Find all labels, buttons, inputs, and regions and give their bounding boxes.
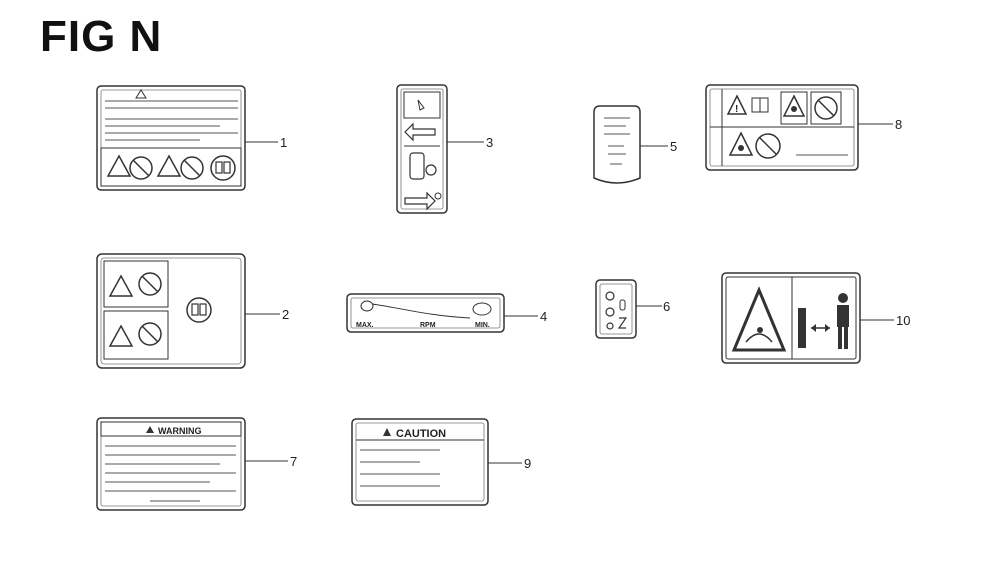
hot-surface-icon	[728, 131, 754, 156]
callout-4: 4	[540, 309, 548, 324]
callout-9: 9	[524, 456, 532, 471]
callout-2: 2	[282, 307, 290, 322]
callout-3: 3	[486, 135, 494, 150]
label-3[interactable]	[396, 84, 448, 214]
thrown-object-icon	[731, 286, 787, 352]
bystander-icon	[838, 293, 848, 303]
barrier-icon	[798, 308, 806, 348]
min-label: MIN.	[475, 322, 490, 329]
warning-triangle-icon	[135, 89, 147, 99]
callout-10: 10	[896, 313, 911, 328]
label-8[interactable]: !	[705, 84, 859, 171]
label-9[interactable]: CAUTION	[351, 418, 489, 506]
callout-5: 5	[670, 139, 678, 154]
flying-debris-icon	[782, 94, 806, 117]
prohibited-icon	[755, 133, 781, 159]
label-4[interactable]: MAX. RPM MIN.	[346, 293, 505, 333]
warning-header: WARNING	[158, 426, 202, 436]
label-2[interactable]	[96, 253, 246, 369]
fuel-mix-icon	[605, 291, 615, 301]
warning-triangle-icon	[726, 94, 748, 115]
prohibited-icon	[814, 96, 838, 120]
arrow-left-icon	[404, 122, 436, 142]
figure-title: FIG N	[40, 12, 163, 61]
label-1[interactable]	[96, 85, 246, 191]
label-10[interactable]	[721, 272, 861, 364]
warning-triangle-icon	[146, 426, 154, 433]
max-label: MAX.	[356, 322, 374, 329]
callout-1: 1	[280, 135, 288, 150]
rpm-label: RPM	[420, 322, 436, 329]
label-7[interactable]: WARNING	[96, 417, 246, 511]
callout-7: 7	[290, 454, 298, 469]
label-5[interactable]	[593, 105, 641, 184]
fuel-can-icon	[409, 152, 425, 180]
svg-text:!: !	[735, 104, 738, 115]
arrow-right-icon	[404, 191, 436, 211]
caution-triangle-icon	[383, 428, 391, 436]
callout-8: 8	[895, 117, 903, 132]
caution-header: CAUTION	[396, 428, 446, 440]
callout-6: 6	[663, 299, 671, 314]
label-6[interactable]	[595, 279, 637, 339]
choke-lever-icon	[417, 99, 425, 111]
turtle-icon	[472, 302, 492, 316]
rabbit-icon	[360, 300, 374, 312]
